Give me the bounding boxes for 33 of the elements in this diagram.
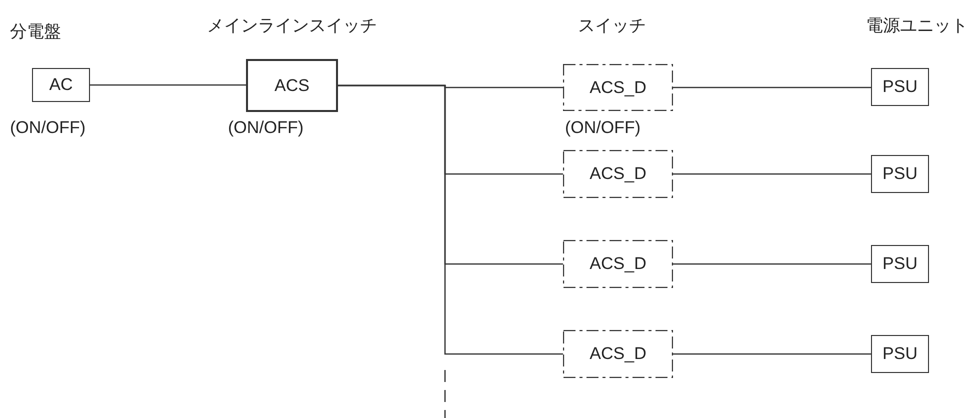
column-heading: スイッチ (578, 15, 646, 37)
box-label: ACS_D (590, 78, 646, 98)
device-box (871, 335, 929, 373)
device-box (871, 155, 929, 193)
box-label: ACS (274, 76, 310, 96)
column-heading: メインラインスイッチ (207, 15, 377, 37)
switch-box (563, 330, 673, 378)
box-label: PSU (882, 344, 918, 364)
box-label: ACS_D (590, 164, 646, 184)
device-box (871, 245, 929, 283)
box-label: PSU (882, 77, 918, 97)
connector-line (673, 86, 871, 88)
box-label: AC (49, 75, 73, 95)
column-heading: 電源ユニット (866, 15, 968, 37)
connector-line (338, 84, 563, 355)
switch-box (563, 240, 673, 288)
box-label: ACS_D (590, 254, 646, 274)
connector-line (90, 84, 246, 86)
switch-box (246, 59, 338, 112)
switch-box (563, 64, 673, 111)
device-box (871, 68, 929, 106)
state-note: (ON/OFF) (10, 118, 86, 138)
box-label: PSU (882, 254, 918, 274)
state-note: (ON/OFF) (228, 118, 304, 138)
box-label: ACS_D (590, 344, 646, 364)
device-box (32, 68, 90, 102)
connector-line (673, 263, 871, 265)
connector-line (673, 173, 871, 175)
box-label: PSU (882, 164, 918, 184)
state-note: (ON/OFF) (565, 118, 641, 138)
switch-box (563, 150, 673, 198)
connector-line (673, 353, 871, 355)
column-heading: 分電盤 (10, 21, 61, 43)
